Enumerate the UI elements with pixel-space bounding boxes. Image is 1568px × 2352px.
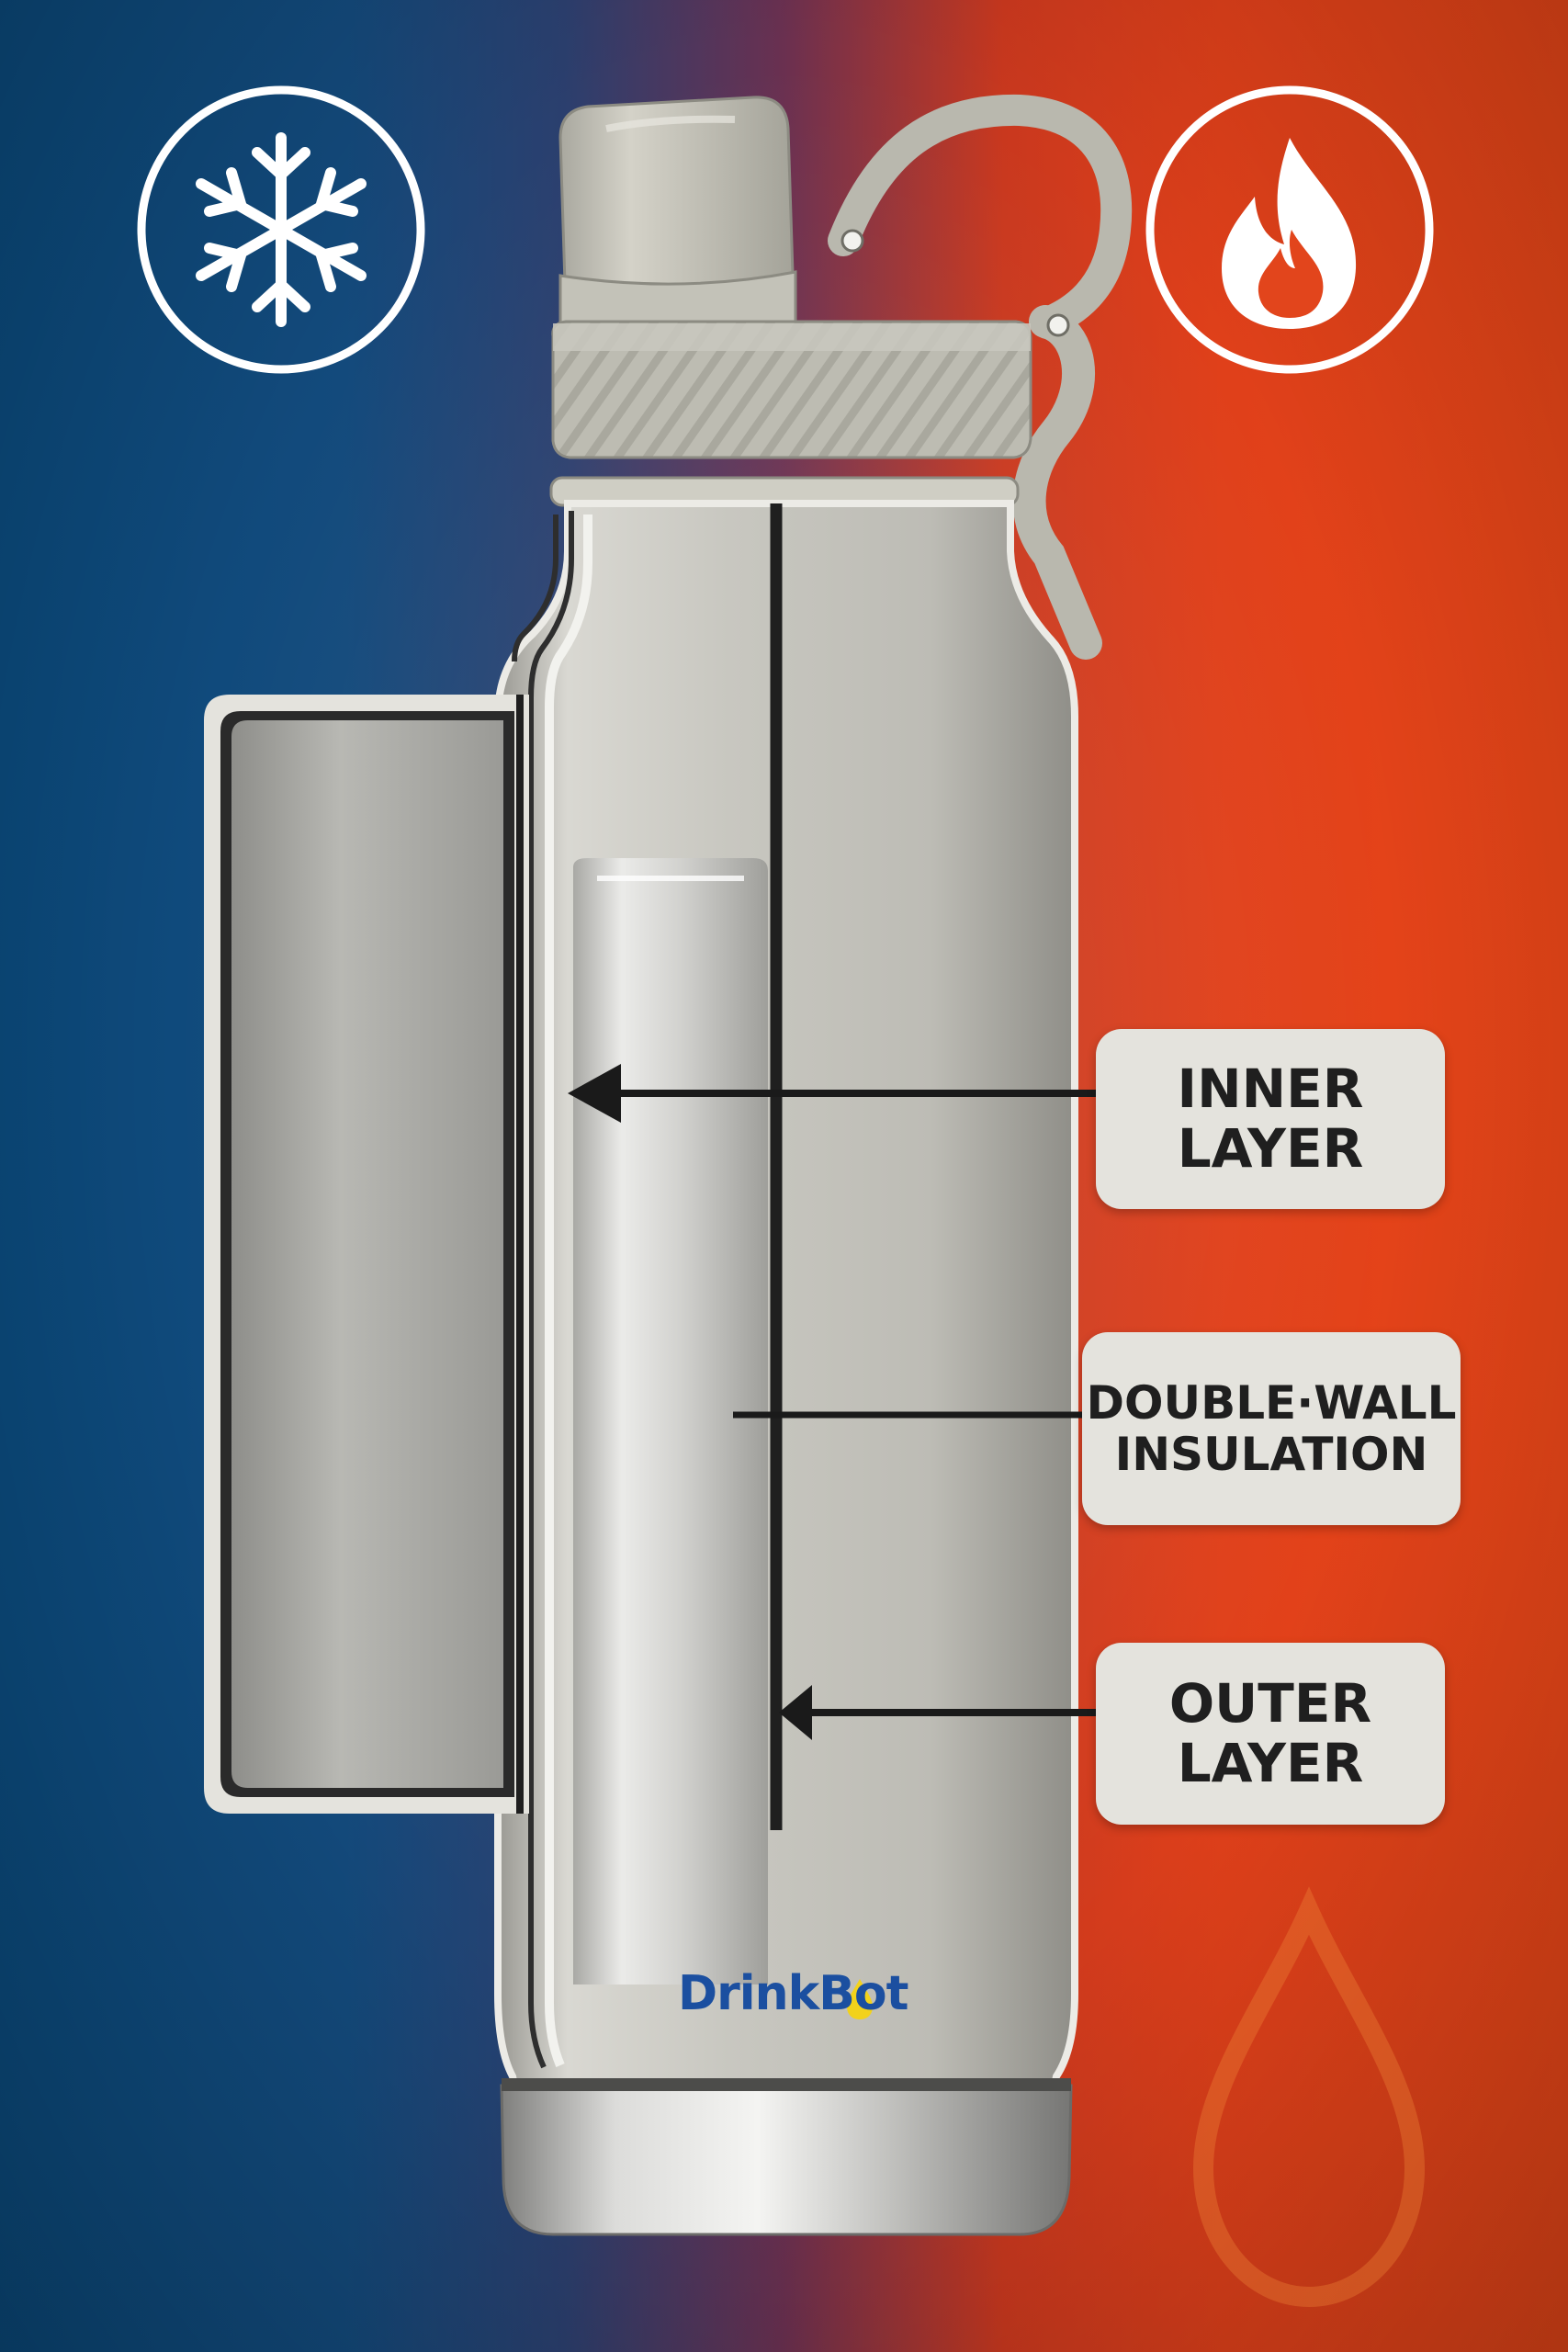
brand-drop-accent xyxy=(847,1979,873,2019)
outer-layer-label-line1: OUTER xyxy=(1168,1672,1372,1736)
water-drop-icon xyxy=(1192,1886,1426,2308)
inner-layer-label-line1: INNER xyxy=(1177,1057,1364,1121)
inner-layer-label-line2: LAYER xyxy=(1177,1117,1364,1180)
brand-logo-text: DrinkBot xyxy=(678,1966,908,2021)
bottle-handle xyxy=(828,94,1133,660)
outer-layer-callout: OUTER LAYER xyxy=(1096,1643,1445,1825)
insulation-label-line2: INSULATION xyxy=(1114,1428,1428,1481)
outer-layer-leader xyxy=(779,1685,1099,1740)
bottle-body xyxy=(494,500,1078,2236)
inner-layer-leader xyxy=(568,1064,1099,1123)
bottle-cap xyxy=(549,96,1032,507)
flame-icon xyxy=(1145,85,1434,374)
insulation-label-line1: DOUBLE·WALL xyxy=(1086,1376,1457,1430)
insulation-callout: DOUBLE·WALL INSULATION xyxy=(1082,1332,1461,1525)
snowflake-icon xyxy=(137,85,425,374)
outer-layer-label-line2: LAYER xyxy=(1177,1732,1364,1794)
inner-layer-callout: INNER LAYER xyxy=(1096,1029,1445,1209)
cutaway-panel xyxy=(204,695,529,1814)
